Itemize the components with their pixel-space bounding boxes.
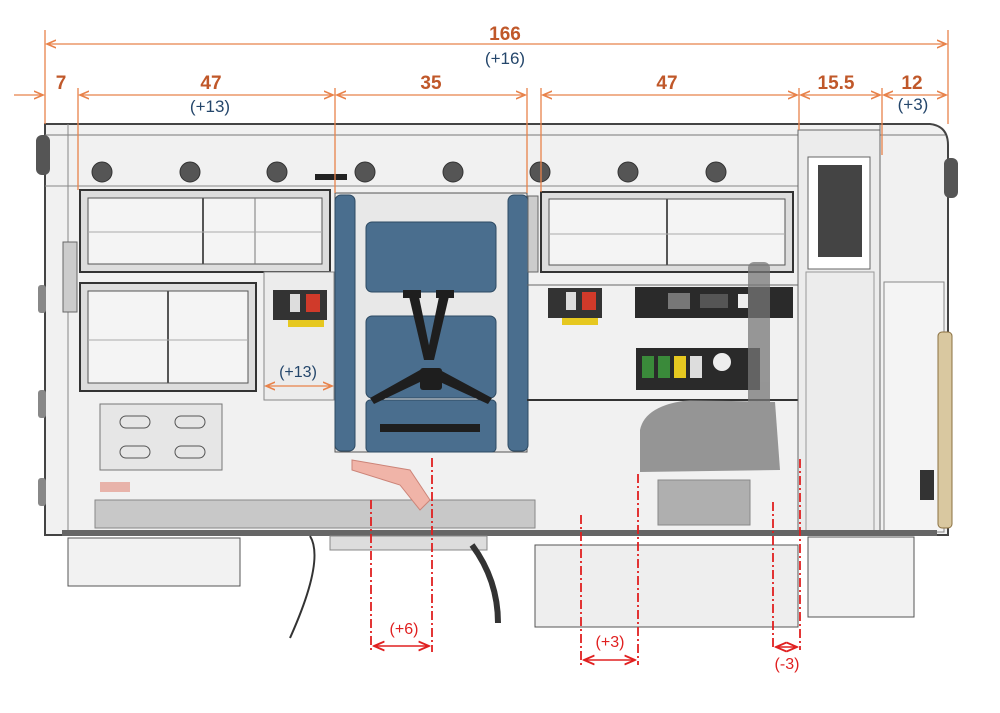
segment-4-label: 47 bbox=[656, 73, 677, 94]
right-electrical-panel bbox=[548, 288, 602, 325]
segment-5-label: 15.5 bbox=[818, 73, 855, 94]
left-wall-plate bbox=[99, 403, 223, 471]
switch-panel bbox=[636, 348, 760, 390]
shift-lines bbox=[370, 458, 801, 665]
overall-length-delta: (+16) bbox=[485, 49, 525, 68]
vent-unit bbox=[797, 129, 881, 536]
floor-and-undercarriage bbox=[62, 124, 937, 639]
attendant-seat bbox=[640, 262, 780, 526]
harness-icon bbox=[370, 290, 492, 432]
inner-cabinet-delta: (+13) bbox=[279, 364, 317, 381]
segment-3-label: 35 bbox=[420, 73, 442, 94]
right-upper-cabinet bbox=[527, 191, 794, 273]
segment-1-label: 7 bbox=[56, 73, 67, 94]
stretcher bbox=[94, 459, 536, 529]
dimension-lines bbox=[14, 30, 949, 386]
bench-seat bbox=[334, 192, 529, 453]
segment-6-label: 12 bbox=[901, 73, 922, 94]
ceiling-lights bbox=[91, 161, 727, 183]
segment-6-delta: (+3) bbox=[898, 95, 929, 114]
stretcher-shift-label: (+6) bbox=[390, 621, 419, 638]
segment-2-delta: (+13) bbox=[190, 97, 230, 116]
overall-length-label: 166 bbox=[489, 24, 521, 45]
rear-door-area bbox=[883, 281, 953, 533]
left-upper-cabinet bbox=[79, 189, 331, 273]
shift-arrows bbox=[374, 646, 797, 660]
seat-shift-label: (+3) bbox=[596, 634, 625, 651]
left-lower-cabinet bbox=[79, 282, 257, 392]
wall-shift-label: (-3) bbox=[775, 656, 800, 673]
segment-2-label: 47 bbox=[200, 73, 221, 94]
